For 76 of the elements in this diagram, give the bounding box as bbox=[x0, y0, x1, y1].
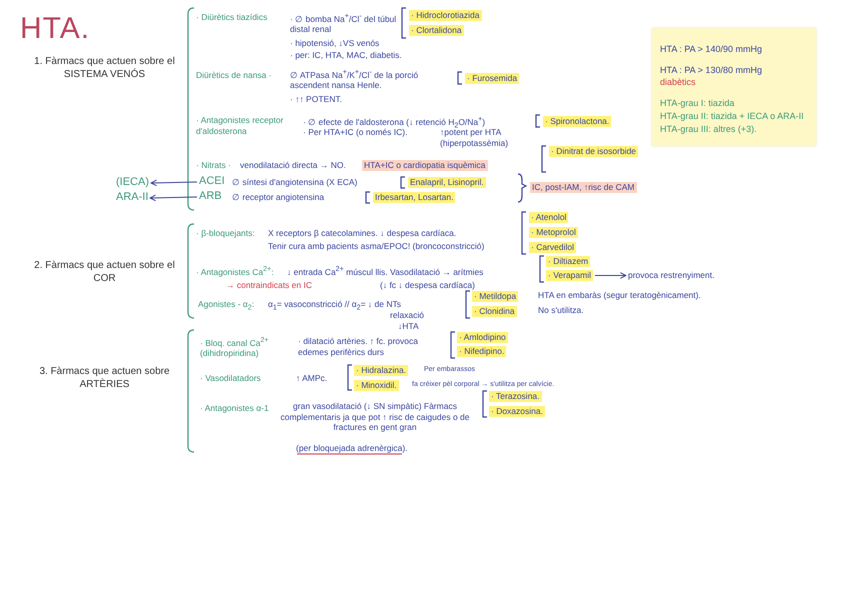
note-text: ∅ receptor angiotensina bbox=[232, 192, 324, 203]
highlighted-text: HTA+IC o cardiopatia isquèmica bbox=[362, 160, 488, 171]
note-text: venodilatació directa → NO. bbox=[240, 160, 346, 171]
note-text: gran vasodilatació (↓ SN simpàtic) Fàrmacs complementaris ja que pot ↑ risc de caigudes o de fractures en gent gran bbox=[280, 401, 470, 433]
highlighted-text: IC, post-IAM, ↑risc de CAM bbox=[530, 182, 636, 193]
note-text: HTA en embaràs (segur teratogènicament). bbox=[538, 290, 701, 301]
note-line: HTA-grau III: altres (+3). bbox=[660, 124, 758, 136]
drug-highlight: · Nifedipino. bbox=[457, 346, 506, 357]
abbreviation-label: (IECA) bbox=[116, 176, 149, 190]
section-heading: 1. Fàrmacs que actuen sobre el SISTEMA VENÓS bbox=[33, 56, 176, 81]
warning-text: → contraindicats en IC bbox=[226, 280, 312, 291]
category-label: Agonistes - α$_{2}$: bbox=[198, 299, 254, 313]
section-heading: 2. Fàrmacs que actuen sobre el COR bbox=[33, 260, 176, 285]
drug-highlight: · Carvedilol bbox=[529, 242, 576, 253]
drug-highlight: · Diltiazem bbox=[546, 256, 590, 267]
note-text: ∅ síntesi d'angiotensina (X ECA) bbox=[232, 177, 358, 188]
note-text: relaxació bbox=[390, 310, 424, 321]
drug-highlight: · Clonidina bbox=[472, 306, 517, 317]
note-text: ↑ AMPc. bbox=[296, 373, 328, 384]
drug-highlight: · Amlodipino bbox=[457, 332, 508, 343]
drug-highlight: · Hidroclorotiazida bbox=[409, 10, 482, 21]
note-text: α$_{1}$= vasoconstricció // α$_{2}$= ↓ de NTs bbox=[268, 299, 401, 312]
arrow bbox=[594, 272, 626, 279]
category-label: · Vasodilatadors bbox=[200, 373, 261, 384]
note-text: · ↑↑ POTENT. bbox=[290, 94, 343, 105]
abbreviation-label: ARA-II bbox=[116, 191, 148, 205]
note-text: provoca restrenyiment. bbox=[628, 270, 714, 281]
drug-highlight: · Metildopa bbox=[472, 291, 518, 302]
category-label: · Antagonistes α-1 bbox=[200, 403, 269, 414]
note-line: HTA-grau I: tiazida bbox=[660, 98, 736, 109]
note-line: HTA : PA > 130/80 mmHg bbox=[660, 65, 763, 76]
drug-highlight: · Spironolactona. bbox=[543, 116, 612, 127]
note-text: (per bloquejada adrenèrgica). bbox=[296, 443, 408, 454]
category-label: · Diürètics tiazídics bbox=[196, 12, 268, 23]
drug-highlight: · Hidralazina. bbox=[354, 365, 408, 376]
note-text: ↑potent per HTA (hiperpotassèmia) bbox=[440, 127, 510, 148]
category-label: · Antagonistes Ca$^{2+}$: bbox=[196, 265, 274, 278]
drug-highlight: · Terazosina. bbox=[489, 391, 542, 402]
arrow bbox=[150, 194, 198, 202]
note-text: · per: IC, HTA, MAC, diabetis. bbox=[290, 50, 403, 61]
note-text: ∅ ATPasa Na$^{+}$/K$^{+}$/Cl$^{-}$ de la porció ascendent nansa Henle. bbox=[290, 68, 420, 92]
drug-class-label: ARB bbox=[199, 190, 222, 204]
drug-highlight: · Furosemida bbox=[465, 73, 520, 84]
drug-highlight: Irbesartan, Losartan. bbox=[373, 192, 456, 203]
drug-class-label: ACEI bbox=[199, 175, 225, 189]
category-label: · β-bloquejants: bbox=[196, 228, 255, 239]
note-text: · Per HTA+IC (o només IC). bbox=[303, 127, 408, 138]
drug-highlight: · Dinitrat de isosorbide bbox=[549, 146, 638, 157]
arrow bbox=[150, 180, 198, 186]
section-heading: 3. Fàrmacs que actuen sobre ARTÈRIES bbox=[38, 366, 171, 391]
note-line: HTA : PA > 140/90 mmHg bbox=[660, 44, 763, 56]
note-text: · dilatació artèries. ↑ fc. provoca edemes perifèrics durs bbox=[298, 336, 419, 358]
drug-highlight: · Minoxidil. bbox=[354, 380, 399, 391]
drug-highlight: · Clortalidona bbox=[409, 25, 464, 36]
note-text: (↓ fc ↓ despesa cardíaca) bbox=[380, 280, 475, 291]
note-text: X receptors β catecolamines. ↓ despesa cardíaca. bbox=[268, 228, 456, 239]
category-label: · Antagonistes receptor d'aldosterona bbox=[196, 115, 284, 136]
note-text: ↓HTA bbox=[398, 321, 419, 332]
drug-highlight: Enalapril, Lisinopril. bbox=[408, 177, 486, 188]
sticky-note bbox=[652, 28, 816, 146]
note-text: · hipotensió, ↓VS venós bbox=[290, 38, 380, 49]
category-label: Diürètics de nansa · bbox=[196, 70, 273, 81]
note-line: HTA-grau II: tiazida + IECA o ARA-II bbox=[660, 111, 805, 122]
note-text: No s'utilitza. bbox=[538, 305, 584, 316]
note-text: ↓ entrada Ca$^{2+}$ múscul llis. Vasodilatació → arítmies bbox=[287, 265, 484, 278]
drug-highlight: · Doxazosina. bbox=[489, 406, 545, 417]
category-label: · Bloq. canal Ca$^{2+}$ (dihidropiridina) bbox=[200, 336, 270, 360]
note-text: · ∅ efecte de l'aldosterona (↓ retenció H$_{2}$O/Na$^{+}$) bbox=[303, 115, 486, 130]
drug-highlight: · Atenolol bbox=[529, 212, 568, 223]
drug-highlight: · Metoprolol bbox=[529, 227, 578, 238]
note-text: · ∅ bomba Na$^{+}$/Cl$^{-}$ del túbul distal renal bbox=[290, 12, 398, 36]
drug-highlight: · Verapamil bbox=[546, 270, 593, 281]
note-line: diabètics bbox=[660, 76, 697, 88]
note-text: Tenir cura amb pacients asma/EPOC! (broncoconstricció) bbox=[268, 241, 484, 252]
title: HTA. bbox=[20, 11, 90, 47]
category-label: · Nitrats · bbox=[196, 160, 231, 171]
